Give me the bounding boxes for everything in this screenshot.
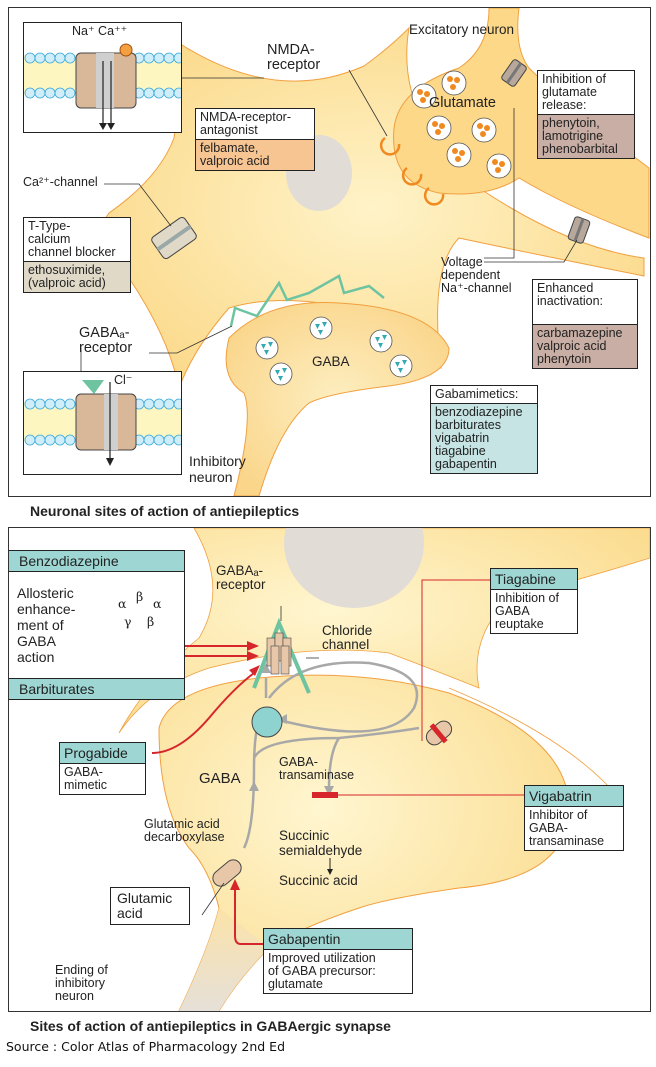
gabaa-receptor-wings <box>252 617 311 694</box>
ending-inhibitory-neuron-label: Ending of inhibitory neuron <box>55 963 108 1003</box>
gaba-molecule <box>251 706 283 738</box>
gaba-transaminase-label: GABA- transaminase <box>279 755 355 782</box>
nmda-antagonist-box: NMDA-receptor- antagonist felbamate, val… <box>195 108 315 171</box>
nucleus <box>284 528 424 608</box>
progabide-box: Progabide GABA- mimetic <box>59 742 146 795</box>
gabamimetics-header: Gabamimetics: <box>431 386 537 404</box>
chloride-channel-label: Chloride channel <box>322 623 373 652</box>
gabapentin-header: Gabapentin <box>264 929 412 950</box>
inhibitory-terminal <box>225 301 450 496</box>
vigabatrin-block-bar <box>312 792 338 798</box>
barbiturates-header: Barbiturates <box>9 678 184 699</box>
calcium-channel-icon <box>151 216 197 260</box>
source-citation: Source : Color Atlas of Pharmacology 2nd… <box>6 1039 286 1054</box>
t-type-calcium-box: T-Type- calcium channel blocker ethosuxi… <box>23 217 131 293</box>
gabamimetics-drugs: benzodiazepine barbiturates vigabatrin t… <box>431 404 537 473</box>
glutamate-release-header: Inhibition of glutamate release: <box>538 71 634 115</box>
gabaa-receptor-label: GABAₐ- receptor <box>216 563 266 592</box>
succinic-semialdehyde-label: Succinic semialdehyde <box>279 828 363 858</box>
nmda-membrane-inset: Na⁺ Ca⁺⁺ <box>23 22 185 133</box>
nmda-antagonist-drugs: felbamate, valproic acid <box>196 140 314 170</box>
subunit-alpha-label: α <box>118 596 127 611</box>
subunit-beta-label: β <box>136 589 144 604</box>
chloride-channel-illustration <box>24 380 185 466</box>
glutamate-binding-site <box>119 43 133 57</box>
neuronal-sites-panel: Na⁺ Ca⁺⁺ Cl⁻ NMDA- receptor Excitatory n… <box>8 7 651 497</box>
allosteric-enhancement-label: Allosteric enhance- ment of GABA action <box>17 585 76 665</box>
nmda-antagonist-header: NMDA-receptor- antagonist <box>196 109 314 140</box>
subunit-beta-label: β <box>147 614 155 629</box>
panel1-caption: Neuronal sites of action of antiepilepti… <box>30 503 300 519</box>
benzodiazepine-header: Benzodiazepine <box>9 551 184 572</box>
subunit-gamma-label: γ <box>124 614 132 629</box>
excitatory-neuron-label: Excitatory neuron <box>409 22 515 37</box>
t-type-calcium-header: T-Type- calcium channel blocker <box>24 218 130 262</box>
gabaergic-synapse-panel: GABAₐ- receptor Chloride channel GABA GA… <box>8 527 651 1012</box>
glutamate-release-drugs: phenytoin, lamotrigine phenobarbital <box>538 115 634 158</box>
t-type-calcium-drugs: ethosuximide, (valproic acid) <box>24 262 130 292</box>
gaba-transporter-icon <box>425 720 453 746</box>
panel2-caption: Sites of action of antiepileptics in GAB… <box>30 1018 391 1034</box>
succinic-acid-label: Succinic acid <box>279 873 358 888</box>
enhanced-inactivation-header: Enhanced inactivation: <box>533 280 637 325</box>
nmda-receptor-label: NMDA- receptor <box>267 42 321 73</box>
glutamic-decarboxylase-label: Glutamic acid decarboxylase <box>144 817 225 844</box>
gabamimetics-box: Gabamimetics: benzodiazepine barbiturate… <box>430 385 538 474</box>
tiagabine-header: Tiagabine <box>491 569 577 590</box>
progabide-header: Progabide <box>60 743 145 764</box>
nmda-channel-illustration <box>24 43 185 130</box>
vigabatrin-box: Vigabatrin Inhibitor of GABA- transamina… <box>524 785 624 851</box>
sodium-channel-icon <box>567 216 591 244</box>
benzodiazepine-barbiturates-box: Benzodiazepine Allosteric enhance- ment … <box>9 550 185 700</box>
tiagabine-description: Inhibition of GABA reuptake <box>495 591 559 631</box>
gabaa-receptor-complex <box>266 632 292 675</box>
gabapentin-description: Improved utilization of GABA precursor: … <box>268 951 376 991</box>
enhanced-inactivation-drugs: carbamazepine valproic acid phenytoin <box>533 325 637 368</box>
glutamic-acid-label: Glutamic acid <box>117 890 173 921</box>
vigabatrin-description: Inhibitor of GABA- transaminase <box>529 808 605 848</box>
calcium-channel-label: Ca²⁺-channel <box>23 175 98 189</box>
tiagabine-box: Tiagabine Inhibition of GABA reuptake <box>490 568 578 634</box>
gaba-label: GABA <box>199 770 241 787</box>
enhanced-inactivation-box: Enhanced inactivation: carbamazepine val… <box>532 279 638 369</box>
presynaptic-terminal <box>158 674 570 1011</box>
subunit-alpha-label: α <box>153 596 162 611</box>
chloride-ion-label: Cl⁻ <box>114 373 133 387</box>
inhibitory-neuron-label: Inhibitory neuron <box>189 453 246 485</box>
glutamate-label: Glutamate <box>429 95 496 111</box>
glutamate-transporter-icon <box>212 859 242 887</box>
glutamate-release-box: Inhibition of glutamate release: phenyto… <box>537 70 635 159</box>
glutamic-acid-box: Glutamic acid <box>110 887 190 925</box>
ion-label: Na⁺ Ca⁺⁺ <box>72 24 128 38</box>
progabide-description: GABA- mimetic <box>64 765 108 792</box>
gabaa-receptor-label: GABAₐ- receptor <box>79 325 133 356</box>
sodium-channel-icon <box>501 59 527 87</box>
vigabatrin-header: Vigabatrin <box>525 786 623 807</box>
gabaa-membrane-inset: Cl⁻ <box>23 371 185 475</box>
gaba-label: GABA <box>312 354 350 369</box>
voltage-sodium-channel-label: Voltage dependent Na⁺-channel <box>441 255 512 295</box>
gabapentin-box: Gabapentin Improved utilization of GABA … <box>263 928 413 994</box>
gabaa-receptor-zigzag <box>229 274 385 327</box>
